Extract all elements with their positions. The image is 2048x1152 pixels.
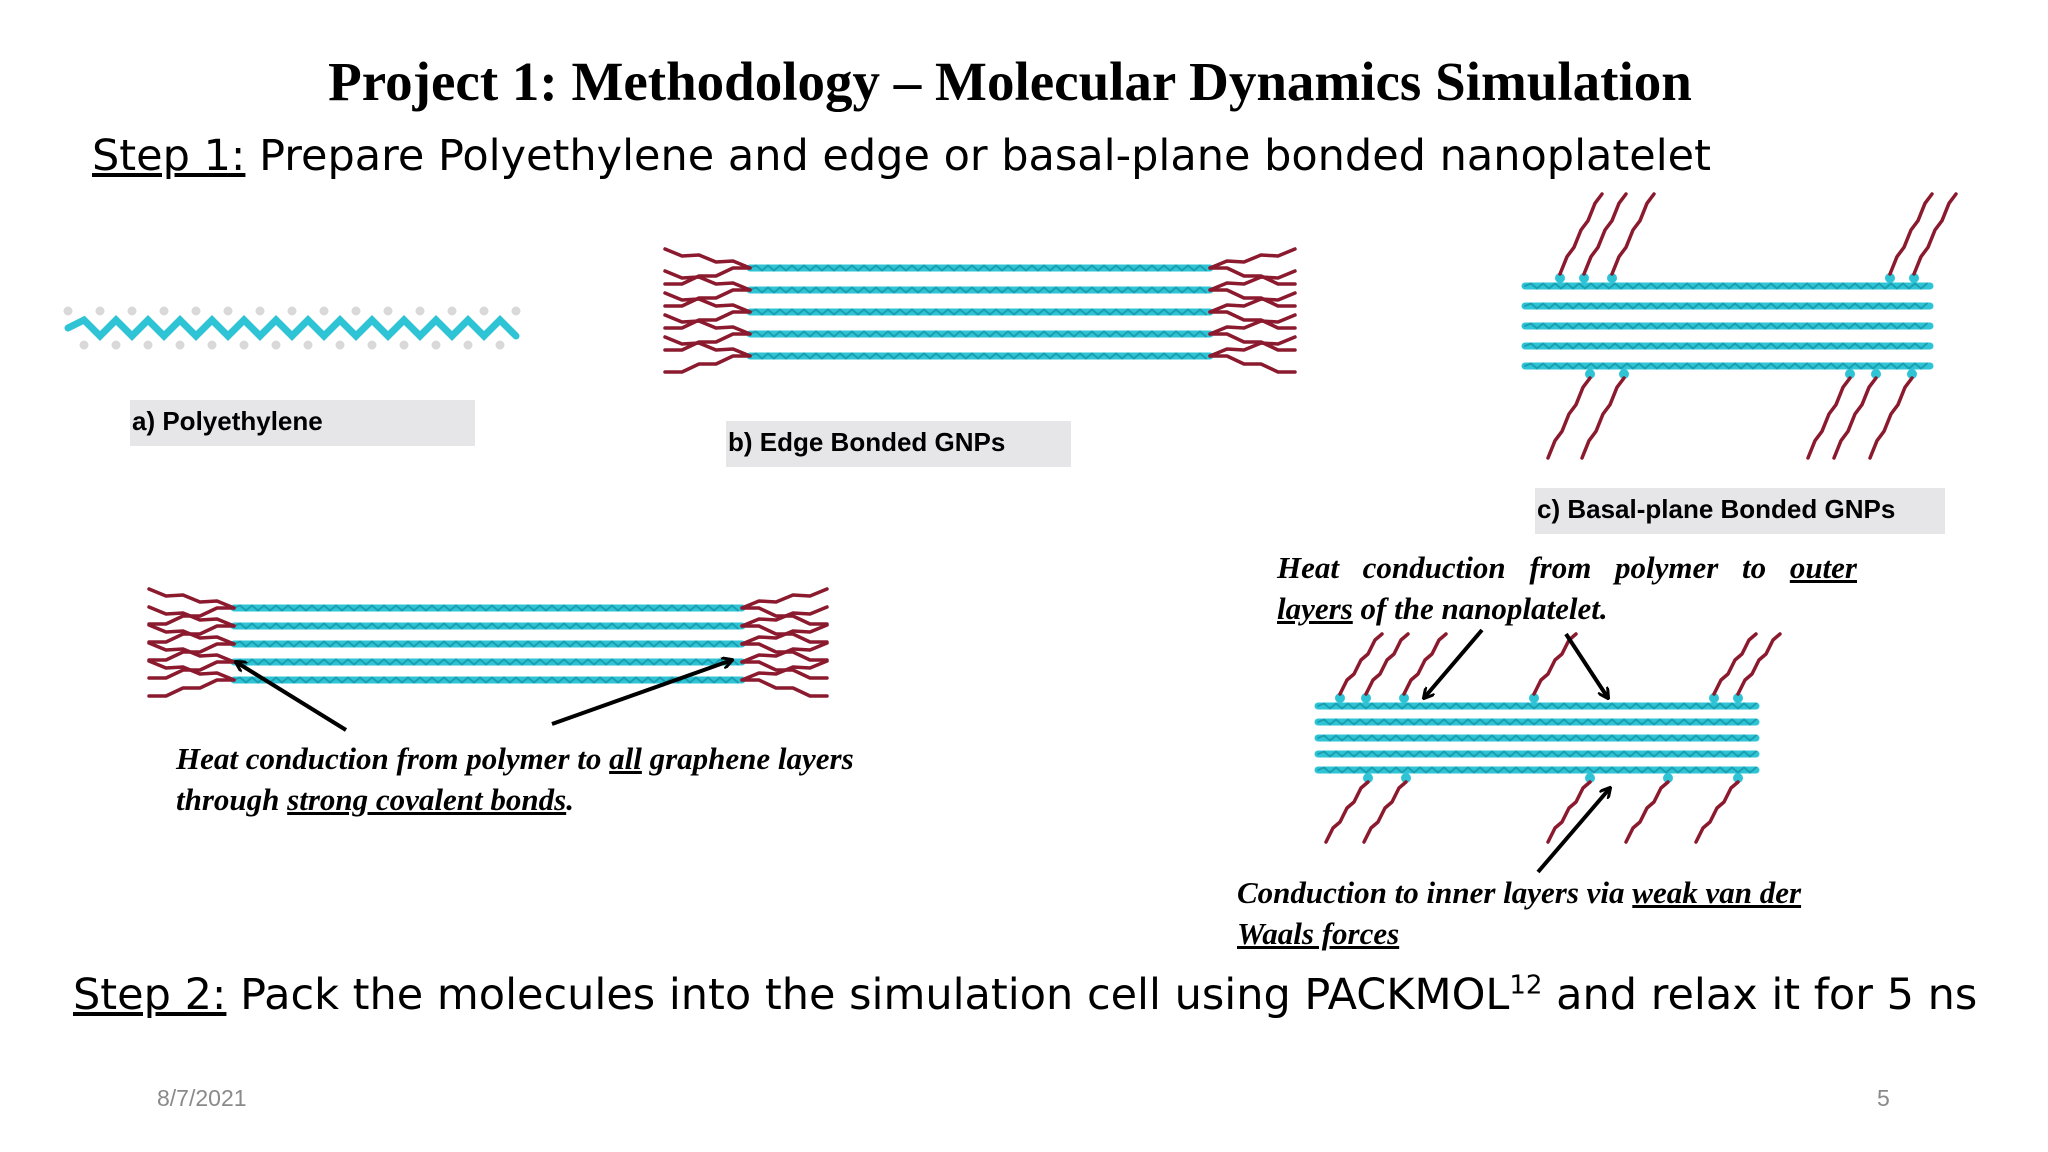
note-inner-layers: Conduction to inner layers via weak van … — [1237, 875, 1802, 951]
step2-label: Step 2: — [73, 970, 227, 1020]
arrow-outer-left — [1424, 628, 1484, 698]
arrows-outer-inner-layers — [1400, 628, 1740, 874]
footer-page-number: 5 — [1877, 1085, 1890, 1111]
arrow-left — [236, 662, 348, 732]
caption-basal-plane-bonded: c) Basal-plane Bonded GNPs — [1535, 488, 1945, 534]
edge-bonded-gnp-image — [663, 247, 1297, 374]
slide-title: Project 1: Methodology – Molecular Dynam… — [328, 51, 1692, 112]
step2-text: Step 2: Pack the molecules into the simu… — [73, 970, 1978, 1020]
arrow-outer-right — [1564, 632, 1608, 698]
basal-plane-gnp-detail-image — [1314, 632, 1782, 844]
caption-edge-bonded: b) Edge Bonded GNPs — [726, 421, 1071, 467]
step1-label: Step 1: — [92, 131, 246, 181]
footer-date: 8/7/2021 — [157, 1085, 247, 1111]
step1-description: Prepare Polyethylene and edge or basal-p… — [245, 131, 1711, 181]
note-all-layers: Heat conduction from polymer to all grap… — [176, 741, 854, 817]
edge-bonded-gnp-detail-image — [147, 587, 829, 698]
arrow-right — [551, 660, 732, 726]
caption-polyethylene: a) Polyethylene — [130, 400, 475, 446]
note-outer-layers: Heat conduction from polymer to outer la… — [1277, 550, 1857, 626]
polyethylene-molecule-image — [63, 306, 521, 350]
arrows-all-layers — [220, 640, 820, 732]
arrow-inner — [1536, 788, 1610, 874]
packmol-reference: 12 — [1509, 970, 1543, 1001]
basal-plane-bonded-gnp-image — [1521, 192, 1958, 460]
step1-text: Step 1: Prepare Polyethylene and edge or… — [92, 131, 1711, 181]
